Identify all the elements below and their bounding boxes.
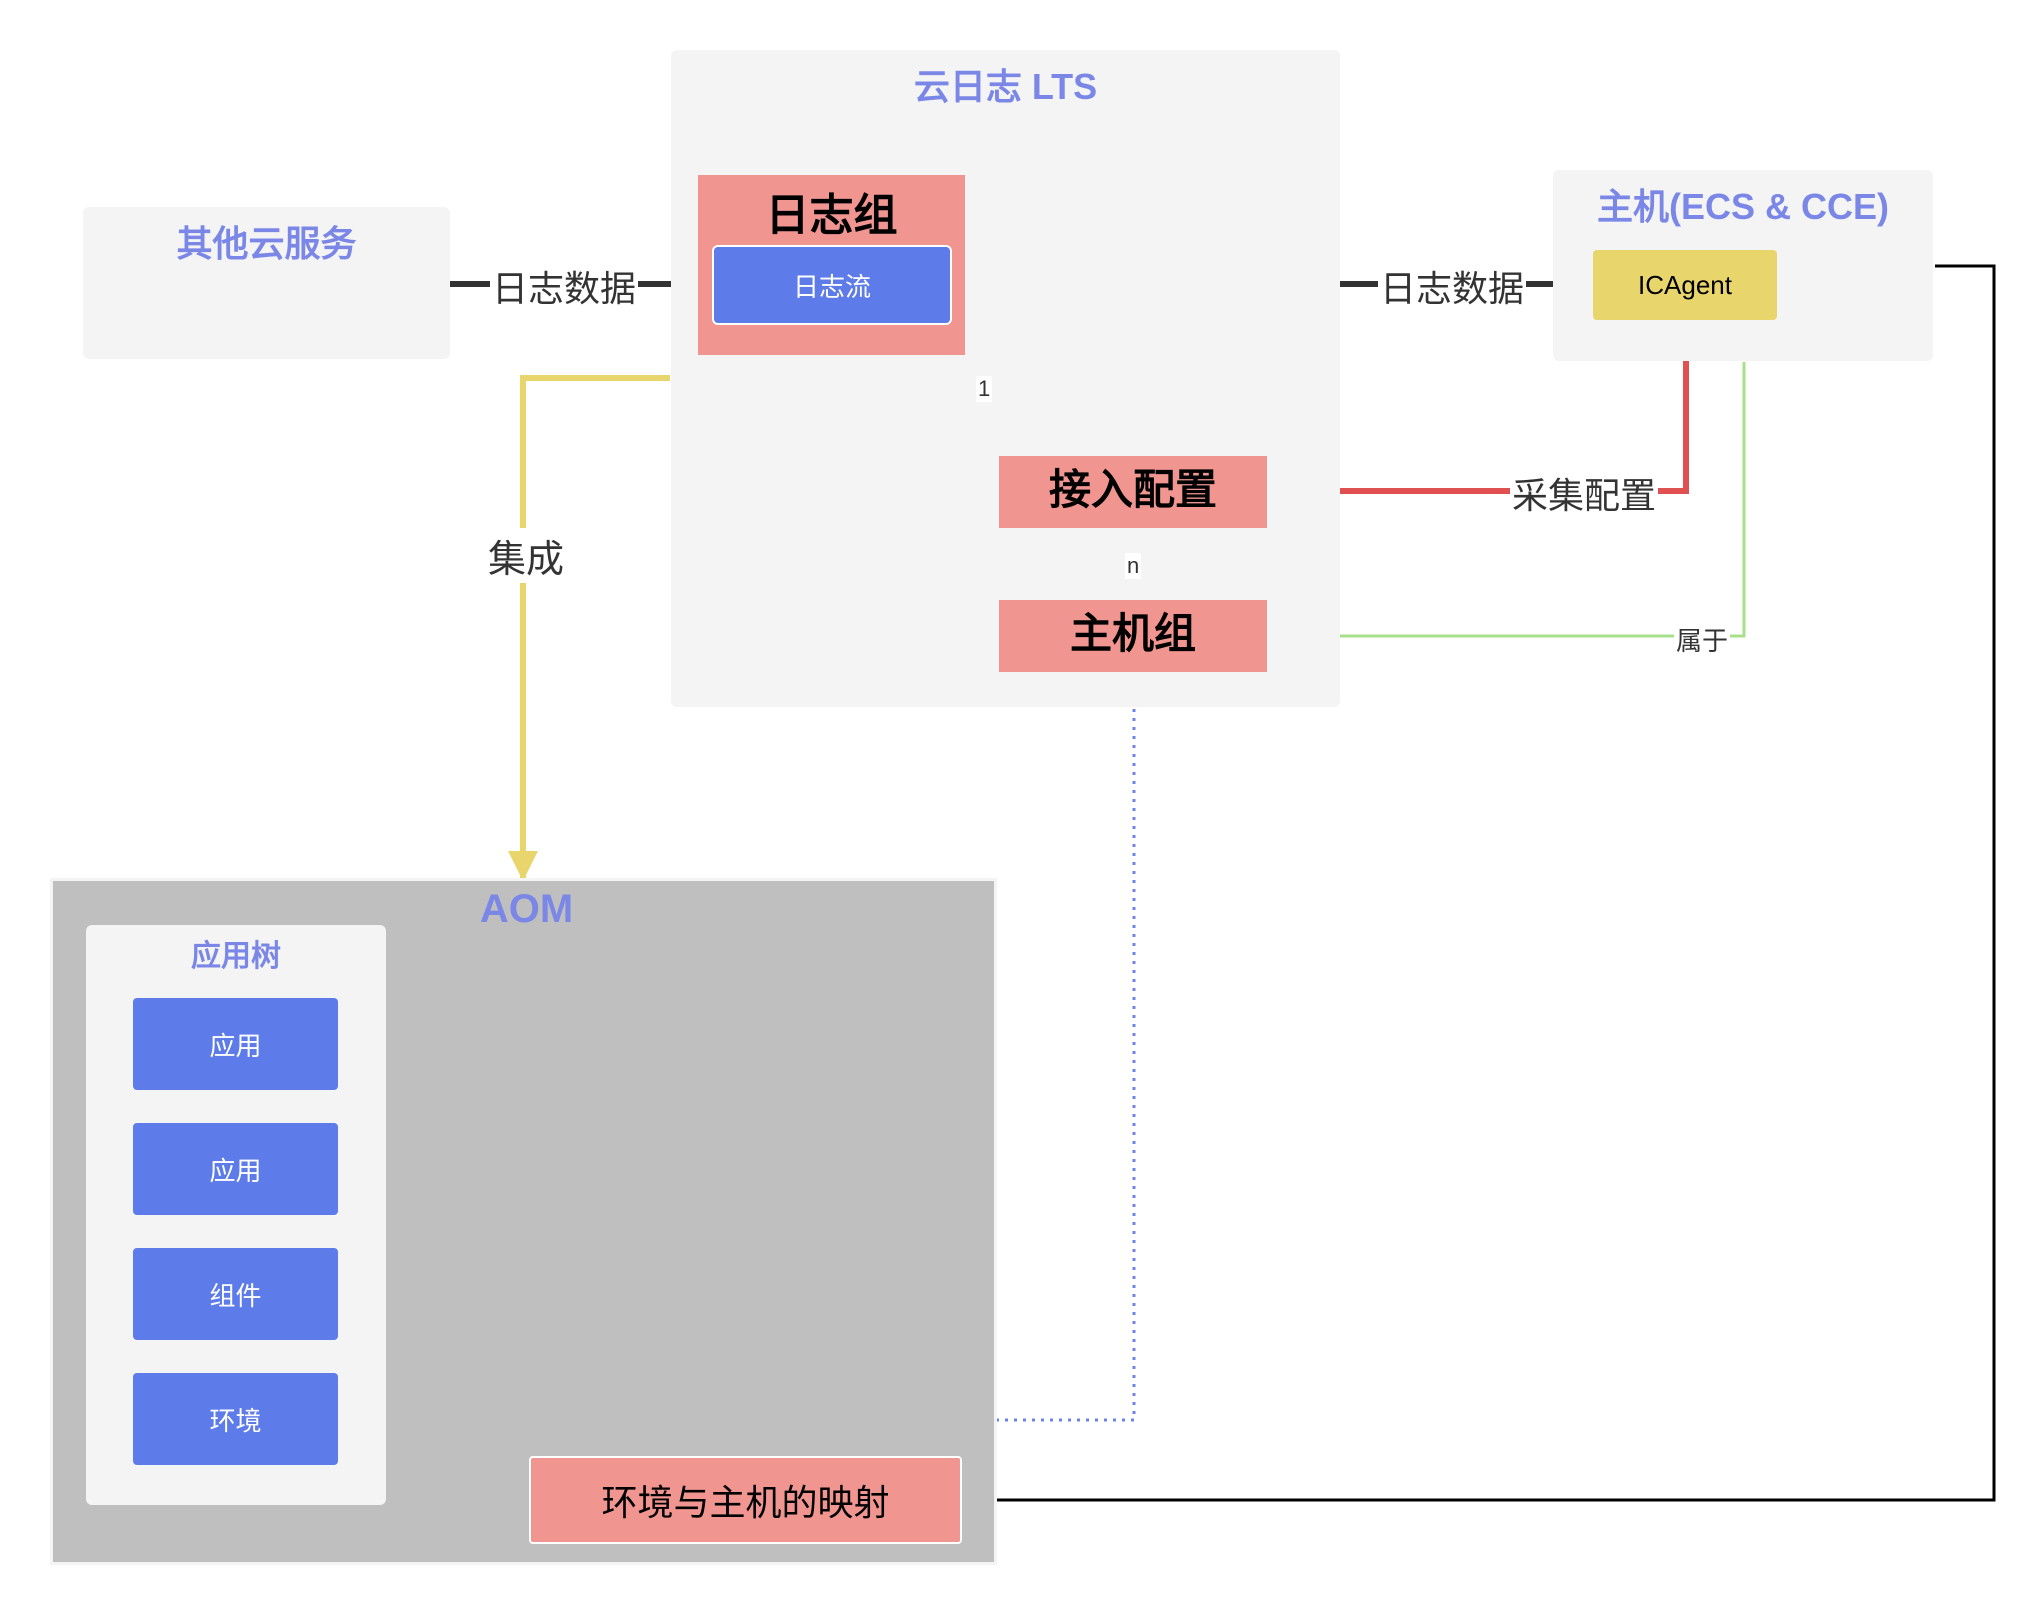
app-item-label: 应用: [209, 1155, 262, 1186]
other-cloud-title: 其他云服务: [176, 223, 357, 264]
edge-lts-to-aom: [508, 375, 670, 881]
node-host-group[interactable]: 主机组: [999, 600, 1267, 672]
log-stream-label: 日志流: [792, 271, 871, 302]
edge-label-collect-config: 采集配置: [1510, 467, 1659, 519]
edge-label-host-log-data: 日志数据: [1378, 260, 1527, 312]
node-env-host-mapping[interactable]: 环境与主机的映射: [529, 1456, 962, 1544]
app-item-environment[interactable]: 环境: [133, 1373, 338, 1465]
mapping-label: 环境与主机的映射: [601, 1482, 890, 1523]
host-group-label: 主机组: [1069, 609, 1196, 657]
app-item-label: 组件: [209, 1280, 262, 1311]
edge-hostgroup-to-env: [339, 673, 1136, 1422]
icagent-label: ICAgent: [1638, 269, 1732, 300]
edge-label-n: n: [1125, 553, 1142, 579]
access-config-label: 接入配置: [1048, 465, 1217, 513]
aom-title: AOM: [479, 887, 574, 931]
edge-label-integrate: 集成: [486, 528, 567, 583]
log-group-label: 日志组: [765, 191, 898, 240]
app-item-app-1[interactable]: 应用: [133, 998, 338, 1090]
host-title: 主机(ECS & CCE): [1596, 186, 1889, 227]
node-access-config[interactable]: 接入配置: [999, 456, 1267, 528]
edge-label-other-log-data: 日志数据: [490, 260, 639, 312]
edge-mapping-to-host: [962, 264, 1996, 1502]
app-item-label: 应用: [209, 1030, 262, 1061]
app-item-app-2[interactable]: 应用: [133, 1123, 338, 1215]
lts-title: 云日志 LTS: [913, 66, 1098, 107]
edge-host-to-hostgroup: [1267, 362, 1746, 648]
app-item-component[interactable]: 组件: [133, 1248, 338, 1340]
edge-label-belongs-to: 属于: [1674, 621, 1731, 658]
app-item-label: 环境: [209, 1405, 262, 1436]
edge-config-to-icagent: [1271, 325, 1701, 494]
edge-label-one: 1: [976, 376, 993, 402]
app-tree-title: 应用树: [191, 940, 281, 973]
group-other-cloud: 其他云服务: [83, 207, 450, 359]
node-log-stream[interactable]: 日志流: [712, 245, 952, 325]
group-lts: 云日志 LTS: [671, 50, 1340, 707]
node-icagent[interactable]: ICAgent: [1593, 250, 1777, 320]
